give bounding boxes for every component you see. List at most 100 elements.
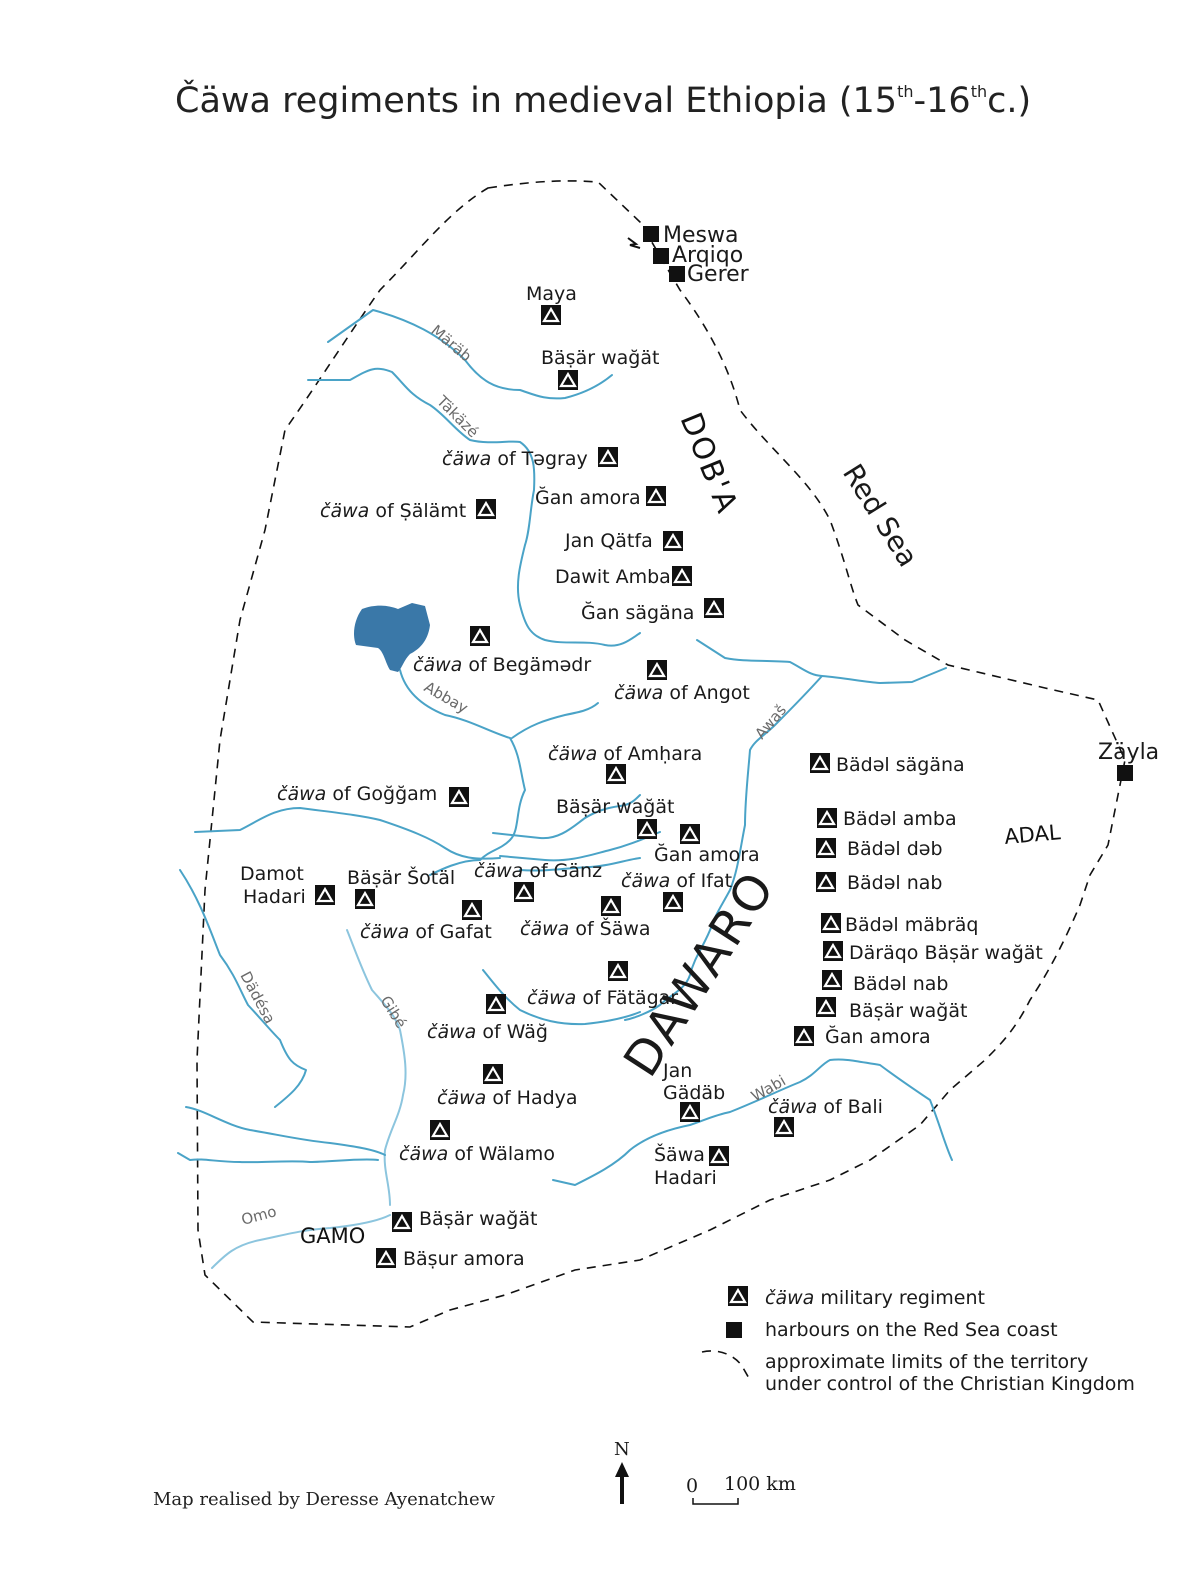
- label-basar-wagat-1: Bäṣär wağät: [541, 347, 659, 369]
- triangle-tent-icon: [313, 883, 337, 907]
- triangle-tent-icon: [447, 785, 471, 809]
- river-goggam: [194, 807, 501, 860]
- harbour-meswa: Meswa: [663, 223, 738, 248]
- triangle-tent-icon: [808, 751, 832, 775]
- label-badal-amba: Bädəl amba: [843, 808, 957, 830]
- river-marab: [327, 309, 613, 400]
- map-title: Čäwa regiments in medieval Ethiopia (15t…: [175, 79, 1031, 121]
- river-label-awas: Awaš: [751, 701, 790, 743]
- north-label: N: [614, 1439, 630, 1460]
- river-dadesa: [179, 869, 307, 1108]
- north-arrow-icon: [615, 1462, 629, 1504]
- label-dawit-amba: Dawit Amba: [555, 566, 671, 588]
- label-badal-nab-1: Bädəl nab: [847, 872, 943, 894]
- triangle-tent-icon: [702, 596, 726, 620]
- label-cawa-gafat: čäwa of Gafat: [360, 921, 492, 943]
- river-label-abbay: Abbay: [421, 678, 471, 717]
- triangle-tent-icon: [820, 968, 844, 992]
- label-gadab: Gädäb: [663, 1082, 725, 1104]
- triangle-tent-icon: [661, 890, 685, 914]
- harbour-arqiqo: Arqiqo: [672, 243, 743, 268]
- river-ganz2: [519, 857, 641, 872]
- river-omo: [211, 1214, 391, 1269]
- label-cawa-ifat: čäwa of Ifat: [621, 870, 732, 892]
- river-label-marab: Märäb: [427, 321, 475, 365]
- square-icon: [669, 266, 685, 282]
- triangle-tent-icon: [645, 658, 669, 682]
- label-gan-amora-2: Ğan amora: [654, 842, 760, 866]
- label-cawa-hadya: čäwa of Hadya: [437, 1087, 578, 1109]
- river-label-gibe: Gibé: [377, 993, 411, 1032]
- square-icon: [643, 226, 659, 242]
- triangle-tent-icon: [353, 887, 377, 911]
- river-west2: [177, 1152, 379, 1164]
- triangle-tent-icon: [635, 817, 659, 841]
- label-gan-amora-3: Ğan amora: [825, 1024, 931, 1048]
- label-basar-sotal: Bäṣär Šotäl: [347, 865, 455, 889]
- legend-regiment: čäwa military regiment: [765, 1287, 985, 1309]
- river-takaze: [307, 367, 641, 647]
- label-sawa-hadari-2: Hadari: [654, 1167, 717, 1189]
- triangle-tent-icon: [474, 497, 498, 521]
- scale-line: [692, 1498, 739, 1505]
- kingdom-border: [196, 180, 1126, 1328]
- region-adal: ADAL: [1003, 820, 1061, 849]
- harbour-gerer: Gerer: [687, 262, 750, 287]
- triangle-tent-icon: [792, 1024, 816, 1048]
- triangle-tent-icon: [604, 762, 628, 786]
- triangle-tent-icon: [819, 911, 843, 935]
- triangle-tent-icon: [814, 995, 838, 1019]
- triangle-tent-icon: [428, 1118, 452, 1142]
- triangle-tent-icon: [512, 880, 536, 904]
- scale-zero: 0: [686, 1475, 698, 1497]
- legend-limits-1: approximate limits of the territory: [765, 1351, 1088, 1373]
- triangle-tent-icon: [678, 1100, 702, 1124]
- harbour-coast-mark: [627, 237, 641, 249]
- lake-tana: [354, 603, 430, 672]
- label-cawa-ganz: čäwa of Gänz: [474, 860, 602, 882]
- harbours: Meswa Arqiqo Gerer Zäyla: [627, 223, 1159, 781]
- triangle-tent-icon: [460, 898, 484, 922]
- triangle-tent-icon: [556, 368, 580, 392]
- square-icon: [653, 248, 669, 264]
- label-basar-wagat-2: Bäṣär wağät: [556, 796, 674, 818]
- label-badal-nab-2: Bädəl nab: [853, 973, 949, 995]
- triangle-tent-icon: [772, 1115, 796, 1139]
- triangle-tent-icon: [821, 939, 845, 963]
- label-cawa-begamedr: čäwa of Begämədr: [413, 654, 591, 676]
- river-abbay: [399, 669, 526, 876]
- triangle-tent-icon: [606, 959, 630, 983]
- legend: čäwa military regiment harbours on the R…: [701, 1284, 1135, 1395]
- river-label-omo: Omo: [239, 1202, 278, 1229]
- triangle-tent-icon: [814, 836, 838, 860]
- triangle-tent-icon: [390, 1210, 414, 1234]
- label-badal-mabraq: Bädəl mäbräq: [845, 914, 978, 936]
- region-dawaro: DAWARO: [613, 861, 787, 1087]
- triangle-tent-icon: [481, 1062, 505, 1086]
- label-daraqo: Däräqo Bäṣär wağät: [849, 942, 1043, 964]
- river-label-dadesa: Dädésa: [236, 968, 278, 1026]
- river-west1: [185, 1106, 386, 1156]
- label-cawa-salamt: čäwa of Ṣälämt: [320, 500, 466, 522]
- square-icon: [1117, 765, 1133, 781]
- triangle-tent-icon: [599, 894, 623, 918]
- triangle-tent-icon: [374, 1246, 398, 1270]
- triangle-tent-icon: [814, 870, 838, 894]
- river-angot: [696, 639, 947, 684]
- river-amhara-trib: [492, 794, 641, 840]
- triangle-tent-icon: [670, 564, 694, 588]
- triangle-tent-icon: [539, 303, 563, 327]
- label-jan-qatfa: Jan Qätfa: [564, 530, 653, 552]
- triangle-tent-icon: [726, 1284, 750, 1308]
- triangle-tent-icon: [661, 529, 685, 553]
- square-icon: [726, 1322, 742, 1338]
- label-jan: Jan: [662, 1060, 692, 1082]
- region-gamo: GAMO: [300, 1224, 365, 1248]
- legend-limits-2: under control of the Christian Kingdom: [765, 1373, 1135, 1395]
- label-gan-sagana: Ğan sägäna: [581, 600, 694, 624]
- label-cawa-fatagar: čäwa of Fätägar: [527, 987, 678, 1009]
- harbour-zayla: Zäyla: [1098, 740, 1159, 765]
- triangle-tent-icon: [707, 1144, 731, 1168]
- regiments: Maya Bäṣär wağät čäwa of Təgray Ğan amor…: [240, 283, 1043, 1270]
